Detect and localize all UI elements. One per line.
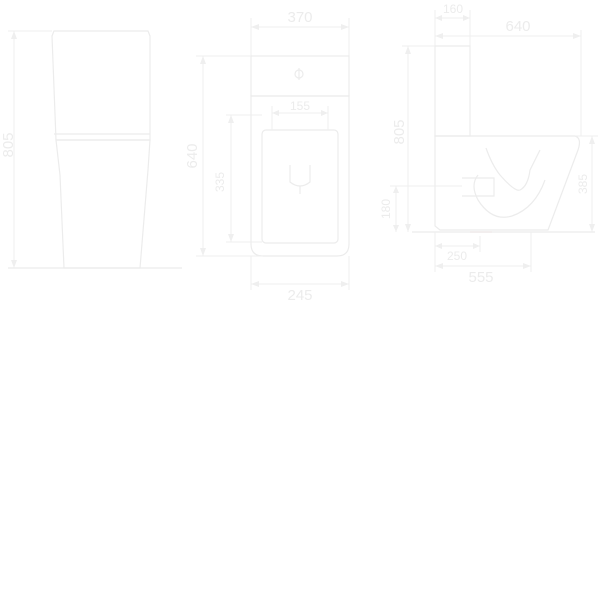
- arrow-left-icon: [251, 24, 259, 30]
- drain-symbol-icon: [289, 165, 311, 187]
- arrow-up-335-icon: [228, 115, 234, 123]
- base-depth-label: 555: [468, 269, 493, 286]
- outlet-height-label: 180: [379, 199, 393, 219]
- outlet-offset-label: 250: [447, 249, 467, 263]
- front-view: 370 155 640 335: [184, 9, 350, 304]
- arrow-up-640-icon: [200, 56, 206, 64]
- tank-outline-left: [51, 30, 151, 141]
- tank-front: [250, 55, 350, 97]
- outlet-spigot: [462, 177, 495, 197]
- arrow-down-385-icon: [589, 224, 595, 232]
- arrow-up-385-icon: [589, 136, 595, 144]
- body-front: [250, 95, 350, 257]
- arrow-right-245-icon: [341, 281, 349, 287]
- width-label-front: 370: [287, 9, 312, 26]
- arrow-left-640-icon: [435, 33, 443, 39]
- arrow-right-555-icon: [523, 263, 531, 269]
- arrow-down-640-icon: [200, 248, 206, 256]
- height-label-right: 805: [391, 119, 408, 144]
- seat-opening-front: [261, 129, 339, 244]
- base-width-label: 245: [287, 287, 312, 304]
- bowl-outline-left: [55, 139, 151, 269]
- arrow-up-icon: [11, 31, 17, 39]
- height-label-left: 805: [0, 132, 17, 157]
- arrow-right-155-icon: [321, 110, 328, 116]
- arrow-left-250-icon: [435, 243, 442, 249]
- arrow-right-250-icon: [473, 243, 480, 249]
- tank-section: [434, 45, 471, 137]
- arrow-down-335-icon: [228, 234, 234, 242]
- arrow-left-160-icon: [435, 15, 442, 21]
- side-section-right: 160 640 805 180: [379, 2, 598, 286]
- inner-height-label: 335: [213, 172, 227, 192]
- side-profile-left: 805: [0, 30, 182, 269]
- rim-height-label: 385: [576, 174, 590, 194]
- arrow-right-640-icon: [573, 33, 581, 39]
- arrow-up-180-icon: [393, 186, 399, 193]
- arrow-left-245-icon: [251, 281, 259, 287]
- height-label-front: 640: [184, 143, 201, 168]
- tank-depth-label: 160: [443, 2, 463, 16]
- arrow-down-805-icon: [405, 224, 411, 232]
- arrow-left-155-icon: [272, 110, 279, 116]
- trapway-outer: [473, 174, 546, 218]
- trapway-inner: [485, 147, 541, 191]
- arrow-left-555-icon: [435, 263, 443, 269]
- arrow-down-icon: [11, 260, 17, 268]
- arrow-up-805-icon: [405, 46, 411, 54]
- total-depth-label: 640: [505, 18, 530, 35]
- arrow-right-icon: [341, 24, 349, 30]
- arrow-right-160-icon: [463, 15, 470, 21]
- arrow-down-180-icon: [393, 225, 399, 232]
- inner-width-label: 155: [290, 99, 310, 113]
